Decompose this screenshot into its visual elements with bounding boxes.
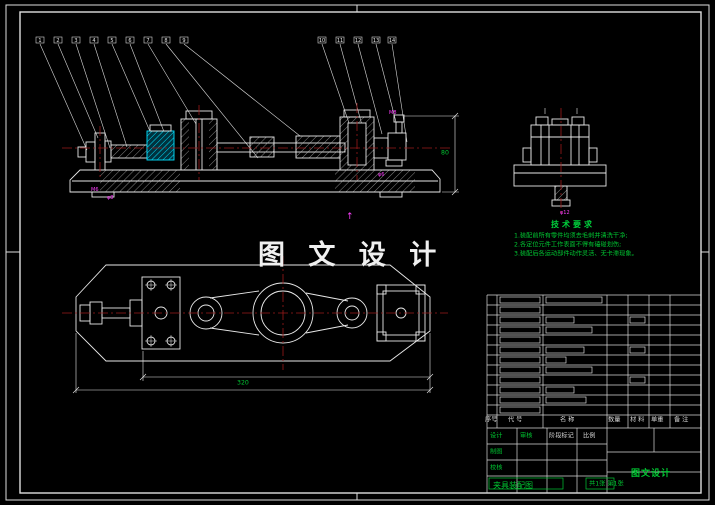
svg-text:3: 3 — [74, 38, 77, 44]
svg-text:M6: M6 — [91, 187, 99, 193]
titleblock-scale: 比例 — [583, 432, 596, 440]
titleblock-stage: 阶段标记 — [549, 432, 574, 440]
svg-text:7: 7 — [146, 38, 149, 44]
side-dimension — [404, 112, 459, 196]
tech-req-line: 3.装配后各运动部件动作灵活、无卡滞现象。 — [514, 250, 638, 258]
titleblock-check: 校核 — [490, 464, 503, 472]
parts-header-qty: 数量 — [608, 416, 621, 424]
tech-req-line: 2.各定位元件工作表面不得有磕碰划伤; — [514, 241, 622, 249]
plan-view — [72, 264, 434, 394]
balloon-tags — [35, 36, 397, 44]
svg-text:φ12: φ12 — [560, 210, 570, 216]
magenta-annotations: M6 φ8 M8 φ6 φ12 ↑ — [91, 110, 570, 222]
svg-text:10: 10 — [319, 38, 325, 44]
plan-width-dimension: 320 — [237, 379, 249, 387]
svg-text:12: 12 — [355, 38, 361, 44]
watermark-text: 图 文 设 计 — [258, 240, 444, 271]
end-view — [513, 108, 607, 207]
svg-text:2: 2 — [56, 38, 59, 44]
plan-view-centerlines — [62, 256, 448, 370]
cyan-clamp-block — [146, 130, 175, 161]
tech-req-title: 技术要求 — [551, 220, 595, 229]
svg-text:13: 13 — [373, 38, 379, 44]
front-view — [69, 109, 459, 198]
parts-header-material: 材 料 — [630, 416, 645, 424]
parts-header-weight: 单重 — [651, 416, 664, 424]
svg-text:6: 6 — [128, 38, 131, 44]
up-arrow-mark: ↑ — [346, 212, 354, 222]
svg-text:14: 14 — [389, 38, 395, 44]
parts-header-code: 代 号 — [508, 416, 523, 424]
parts-table-row-boxes — [499, 296, 646, 414]
titleblock-approve: 审核 — [520, 432, 533, 440]
svg-text:φ8: φ8 — [107, 195, 113, 201]
parts-header-name: 名 称 — [560, 416, 575, 424]
parts-header-remark: 备 注 — [674, 416, 689, 424]
svg-text:φ6: φ6 — [378, 172, 384, 178]
svg-text:1: 1 — [38, 38, 41, 44]
svg-text:11: 11 — [337, 38, 343, 44]
title-block-green-boxes — [488, 477, 615, 490]
svg-text:5: 5 — [110, 38, 113, 44]
svg-text:M8: M8 — [389, 110, 397, 116]
titleblock-draw: 制图 — [490, 448, 503, 456]
front-view-centerlines — [62, 103, 452, 180]
parts-header-no: 序号 — [485, 416, 498, 424]
parts-table-grid — [486, 294, 701, 493]
svg-text:8: 8 — [164, 38, 167, 44]
side-height-dimension: 80 — [441, 149, 449, 157]
sheet-count: 共1张 第1张 — [589, 480, 624, 488]
drawing-frame — [5, 4, 710, 501]
drawing-title: 夹具装配图 — [493, 481, 533, 490]
tech-req-line: 1.装配前所有零件均须去毛刺并清洗干净; — [514, 232, 628, 240]
titleblock-design: 设计 — [490, 432, 503, 440]
titleblock-brand: 图文设计 — [631, 469, 672, 479]
plan-dimensions — [72, 333, 434, 394]
svg-text:9: 9 — [182, 38, 185, 44]
svg-text:4: 4 — [92, 38, 95, 44]
